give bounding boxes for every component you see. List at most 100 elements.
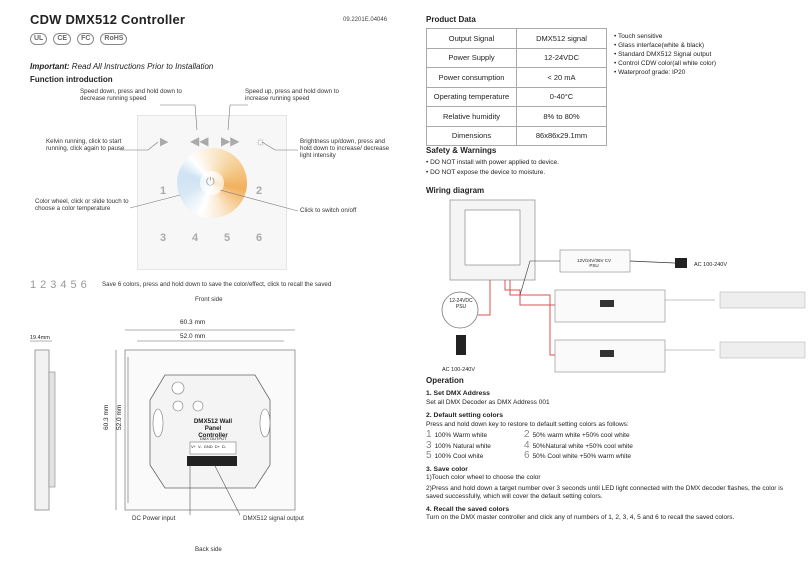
safety-item: DO NOT install with power applied to dev… (426, 158, 559, 168)
op-step1-title: 1. Set DMX Address (426, 390, 490, 397)
terminal-gnd: GND (203, 444, 213, 449)
document-number: 09.2201E.04046 (343, 17, 388, 23)
wiring-diagram (441, 199, 806, 373)
kelvin-icon: ▶ (160, 136, 169, 148)
product-data-row: Power consumption< 20 mA (426, 67, 607, 88)
dim-width-outer: 60.3 mm (180, 319, 206, 326)
terminal-vplus: V+ (191, 444, 197, 449)
terminal-dminus: D- (221, 444, 227, 449)
dmx-output-label: DMX OUTPUT (200, 436, 227, 441)
product-data-key: Output Signal (426, 28, 517, 49)
operation-section: 1. Set DMX Address Set all DMX Decoder a… (426, 390, 796, 523)
terminal-labels: V+ V- GND D+ D- (191, 444, 226, 449)
terminal-vminus: V- (198, 444, 202, 449)
terminal-dplus: D+ (214, 444, 220, 449)
op-step4-title: 4. Recall the saved colors (426, 505, 510, 513)
back-label: DMX512 Wall Panel Controller (193, 418, 233, 439)
save-number-6: 6 (80, 279, 87, 291)
dim-height-outer: 60.3 mm (103, 404, 110, 430)
op-step4-text: Turn on the DMX master controller and cl… (426, 514, 735, 521)
fc-logo: FC (77, 33, 95, 45)
save-numbers: 1 2 3 4 5 6 (30, 279, 87, 291)
panel-number-5: 5 (224, 232, 231, 244)
color-wheel-center (200, 171, 224, 195)
safety-list: DO NOT install with power applied to dev… (426, 158, 559, 178)
product-data-value: DMX512 signal (516, 28, 607, 49)
important-note: Important: Read All Instructions Prior t… (30, 62, 213, 71)
rohs-logo: RoHS (100, 33, 128, 45)
op-step2-title: 2. Default setting colors (426, 412, 504, 419)
ac-top-label: AC 100-240V (694, 262, 728, 268)
default-text: 100% Cool white (434, 453, 484, 460)
kelvin-callout: Kelvin running, click to start running, … (46, 138, 125, 153)
power-icon: ⏻ (206, 176, 215, 188)
panel-number-4: 4 (192, 232, 199, 244)
important-label: Important: (30, 62, 70, 71)
default-text: 50% Cool white +50% warm white (532, 453, 632, 460)
product-data-key: Power consumption (426, 67, 517, 88)
default-number: 1 (426, 429, 432, 440)
speed-up-icon: ▶▶ (221, 134, 240, 148)
save-number-5: 5 (70, 279, 77, 291)
wiring-heading: Wiring diagram (426, 186, 485, 195)
back-side-label: Back side (195, 546, 222, 553)
back-label-line2: Panel Controller (198, 425, 228, 439)
feature-list: Touch sensitive Glass interface(white & … (614, 32, 716, 77)
product-data-value: 0-40°C (516, 86, 607, 107)
speed-up-callout: Speed up, press and hold down to increas… (245, 88, 339, 103)
speed-down-callout: Speed down, press and hold down to decre… (80, 88, 182, 103)
feature-item: Waterproof grade: IP20 (614, 68, 716, 77)
document-title: CDW DMX512 Controller (30, 12, 186, 27)
back-side-drawing (30, 329, 296, 516)
panel-number-6: 6 (256, 232, 263, 244)
brightness-icon: ☼ (255, 134, 266, 148)
product-data-key: Operating temperature (426, 86, 517, 107)
front-side-label: Front side (195, 296, 223, 303)
product-data-value: < 20 mA (516, 67, 607, 88)
save-number-4: 4 (60, 279, 67, 291)
dim-depth: 19.4mm (30, 335, 50, 341)
product-data-key: Power Supply (426, 47, 517, 68)
certification-logos: UL CE FC RoHS (30, 33, 128, 45)
op-step3-line2: 2)Press and hold down a target number ov… (426, 484, 783, 501)
panel-number-3: 3 (160, 232, 167, 244)
switch-callout: Click to switch on/off (300, 207, 357, 214)
default-number: 5 (426, 450, 432, 461)
function-intro-heading: Function introduction (30, 75, 113, 84)
op-step3-title: 3. Save color (426, 465, 468, 473)
ul-logo: UL (30, 33, 48, 45)
brightness-callout: Brightness up/down, press and hold down … (300, 138, 390, 160)
default-text: 100% Natural white (434, 442, 491, 450)
dmx-signal-label: DMX512 signal output (243, 515, 304, 522)
default-text: 50%Natural white +50% cool white (532, 442, 633, 450)
default-number: 6 (524, 450, 530, 461)
dim-width-inner: 52.0 mm (180, 333, 206, 340)
product-data-key: Dimensions (426, 125, 517, 146)
operation-heading: Operation (426, 376, 464, 385)
cv-psu-label: 12V/24V/36V CV PSU (576, 258, 612, 268)
save-number-2: 2 (40, 279, 47, 291)
op-step1-text: Set all DMX Decoder as DMX Address 001 (426, 398, 550, 406)
save-number-1: 1 (30, 279, 37, 291)
feature-item: Control CDW color(all white color) (614, 59, 716, 68)
op-step3-line1: 1)Touch color wheel to choose the color (426, 474, 541, 481)
color-wheel-callout: Color wheel, click or slide touch to cho… (35, 198, 129, 213)
op-step2-text: Press and hold down key to restore to de… (426, 420, 629, 428)
product-data-heading: Product Data (426, 15, 476, 24)
default-text: 100% Warm white (434, 432, 488, 439)
dc-power-label: DC Power input (132, 515, 176, 522)
feature-item: Touch sensitive (614, 32, 716, 41)
feature-item: Glass interface(white & black) (614, 41, 716, 50)
panel-number-1: 1 (160, 185, 167, 197)
